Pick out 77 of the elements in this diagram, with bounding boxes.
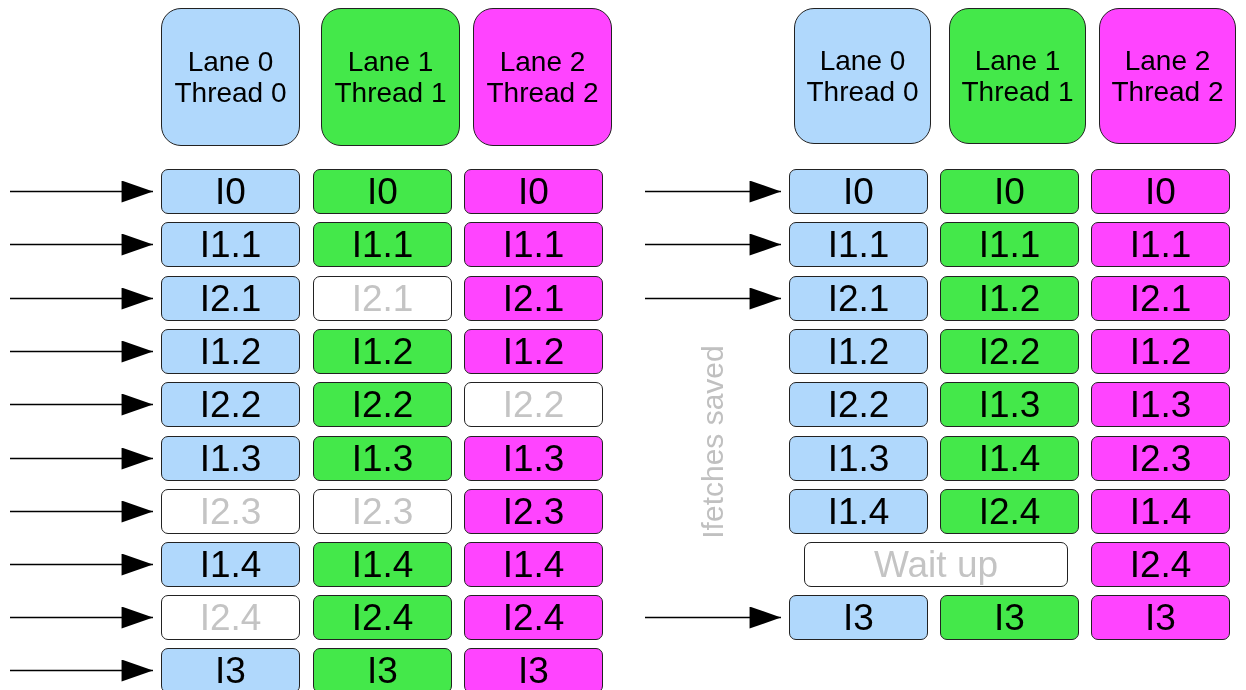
instruction-box: I2.3 — [313, 489, 452, 534]
instruction-box: I1.4 — [464, 542, 603, 587]
instruction-box: I2.4 — [464, 595, 603, 640]
arrow — [9, 447, 154, 470]
instruction-box: I1.4 — [313, 542, 452, 587]
instruction-box: I2.3 — [464, 489, 603, 534]
instruction-box: I1.4 — [161, 542, 300, 587]
instruction-box: I3 — [161, 648, 300, 690]
instruction-box: I0 — [161, 169, 300, 214]
instruction-box: I2.2 — [940, 329, 1079, 374]
instruction-box: I1.3 — [161, 436, 300, 481]
instruction-box: I1.1 — [1091, 222, 1230, 267]
instruction-box: I2.4 — [1091, 542, 1230, 587]
instruction-box: I1.2 — [464, 329, 603, 374]
instruction-box: I1.2 — [789, 329, 928, 374]
instruction-box: I1.4 — [789, 489, 928, 534]
instruction-box: I1.1 — [464, 222, 603, 267]
instruction-box: I2.4 — [161, 595, 300, 640]
arrow — [9, 393, 154, 416]
instruction-box: I2.1 — [1091, 276, 1230, 321]
instruction-box: I2.2 — [313, 382, 452, 427]
instruction-box: I2.2 — [789, 382, 928, 427]
note-text: Ifetches saved — [695, 345, 730, 539]
arrow — [9, 233, 154, 256]
instruction-box: I3 — [789, 595, 928, 640]
instruction-box: I2.4 — [940, 489, 1079, 534]
instruction-box: I0 — [789, 169, 928, 214]
instruction-box: I1.1 — [940, 222, 1079, 267]
arrow — [9, 659, 154, 682]
instruction-box: I2.1 — [789, 276, 928, 321]
instruction-box: Wait up — [804, 542, 1068, 587]
instruction-box: I1.3 — [464, 436, 603, 481]
arrow — [9, 606, 154, 629]
instruction-box: I3 — [313, 648, 452, 690]
arrow — [644, 606, 782, 629]
instruction-box: I1.3 — [1091, 382, 1230, 427]
instruction-box: I1.2 — [313, 329, 452, 374]
instruction-box: I1.4 — [1091, 489, 1230, 534]
thread-header-box: Lane 2 Thread 2 — [473, 8, 612, 146]
arrow — [9, 180, 154, 203]
instruction-box: I2.2 — [161, 382, 300, 427]
instruction-box: I1.1 — [313, 222, 452, 267]
arrow — [644, 233, 782, 256]
instruction-box: I1.2 — [940, 276, 1079, 321]
arrow — [9, 287, 154, 310]
instruction-box: I2.2 — [464, 382, 603, 427]
arrow — [9, 500, 154, 523]
instruction-box: I1.3 — [789, 436, 928, 481]
thread-header-box: Lane 0 Thread 0 — [161, 8, 300, 146]
arrow — [644, 180, 782, 203]
instruction-box: I2.1 — [313, 276, 452, 321]
instruction-box: I1.3 — [940, 382, 1079, 427]
instruction-box: I1.2 — [161, 329, 300, 374]
arrow — [9, 340, 154, 363]
instruction-box: I0 — [313, 169, 452, 214]
instruction-box: I1.1 — [161, 222, 300, 267]
thread-header-box: Lane 1 Thread 1 — [949, 8, 1086, 144]
instruction-box: I2.3 — [1091, 436, 1230, 481]
instruction-box: I2.1 — [161, 276, 300, 321]
instruction-box: I2.3 — [161, 489, 300, 534]
instruction-box: I1.4 — [940, 436, 1079, 481]
instruction-box: I3 — [1091, 595, 1230, 640]
instruction-box: I1.2 — [1091, 329, 1230, 374]
instruction-box: I1.1 — [789, 222, 928, 267]
instruction-box: I2.4 — [313, 595, 452, 640]
arrow — [9, 553, 154, 576]
instruction-box: I2.1 — [464, 276, 603, 321]
instruction-box: I0 — [940, 169, 1079, 214]
thread-header-box: Lane 0 Thread 0 — [794, 8, 931, 144]
thread-header-box: Lane 1 Thread 1 — [321, 8, 460, 146]
thread-header-box: Lane 2 Thread 2 — [1099, 8, 1236, 144]
instruction-box: I1.3 — [313, 436, 452, 481]
instruction-box: I3 — [464, 648, 603, 690]
arrow — [644, 287, 782, 310]
instruction-box: I0 — [1091, 169, 1230, 214]
instruction-box: I3 — [940, 595, 1079, 640]
instruction-box: I0 — [464, 169, 603, 214]
